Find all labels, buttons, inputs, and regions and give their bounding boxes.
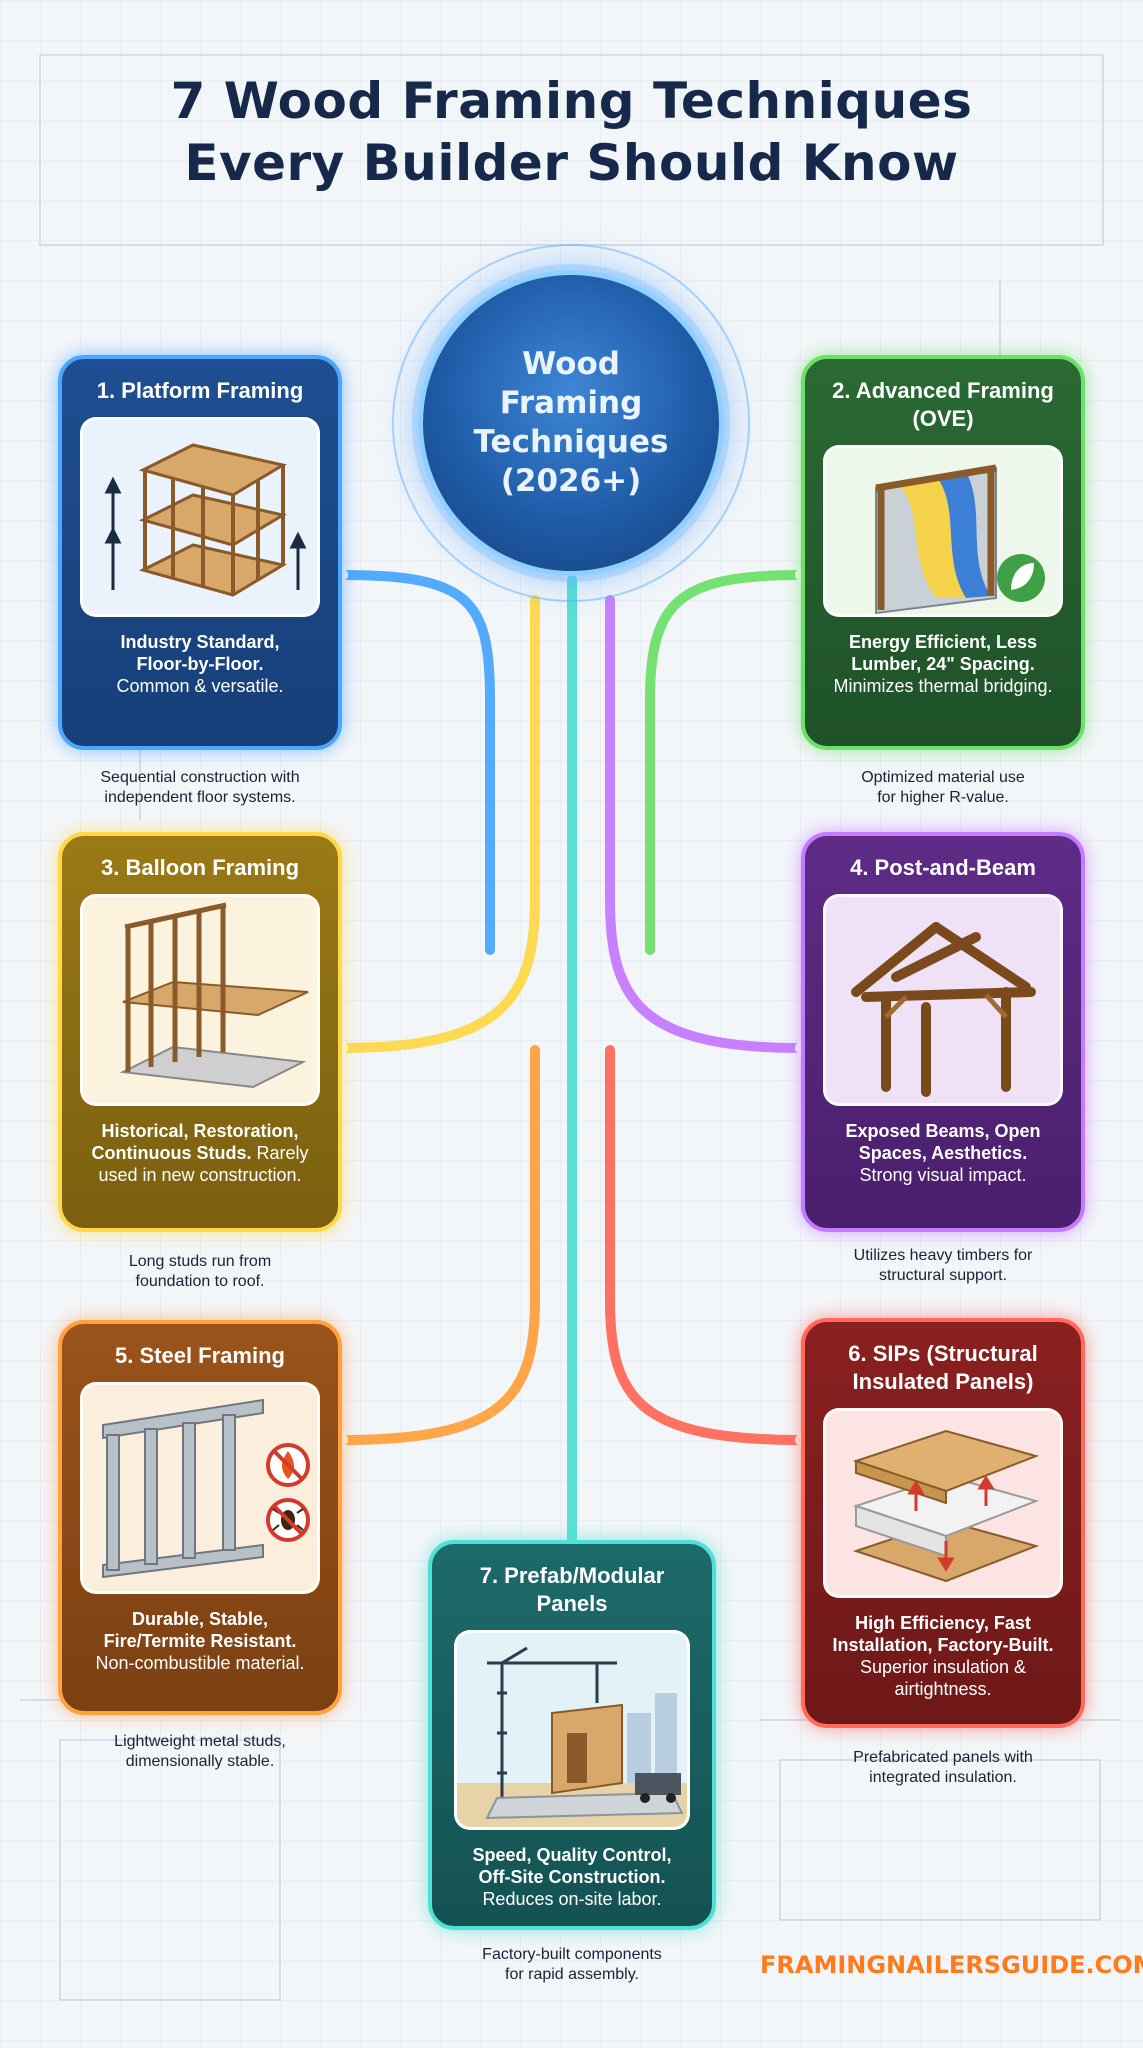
stacked-floor-frame-icon — [80, 417, 320, 617]
card-sips: 6. SIPs (Structural Insulated Panels) Hi… — [801, 1318, 1085, 1728]
page-title: 7 Wood Framing Techniques Every Builder … — [170, 72, 973, 192]
card-title: 5. Steel Framing — [115, 1343, 285, 1368]
steel-stud-frame-icon — [80, 1382, 320, 1594]
card-title: 1. Platform Framing — [96, 378, 304, 403]
connector-platform — [337, 570, 495, 955]
caption-platform: Sequential construction with independent… — [100, 769, 300, 806]
card-title: 3. Balloon Framing — [100, 855, 300, 880]
caption-steel: Lightweight metal studs, dimensionally s… — [114, 1733, 286, 1770]
caption-sips: Prefabricated panels with integrated ins… — [853, 1749, 1033, 1786]
caption-prefab: Factory-built components for rapid assem… — [482, 1946, 662, 1983]
no-termite-icon — [266, 1498, 310, 1542]
caption-advanced: Optimized material use for higher R-valu… — [861, 769, 1025, 806]
crane-panel-install-icon — [454, 1630, 690, 1830]
card-balloon-framing: 3. Balloon Framing Historical, Restorati… — [58, 832, 342, 1232]
hub-ring — [392, 244, 750, 602]
insulated-wall-leaf-icon — [823, 445, 1063, 617]
card-advanced-framing: 2. Advanced Framing (OVE) Energy Efficie… — [801, 355, 1085, 750]
brand-watermark[interactable]: FRAMINGNAILERSGUIDE.COM — [760, 1951, 1143, 1979]
connector-balloon — [337, 595, 540, 1053]
card-post-and-beam: 4. Post-and-Beam Exposed Beams, Open Spa… — [801, 832, 1085, 1232]
no-fire-icon — [266, 1443, 310, 1487]
tall-stud-frame-icon — [80, 894, 320, 1106]
connector-post-beam — [605, 595, 806, 1053]
card-title: 4. Post-and-Beam — [850, 855, 1036, 880]
card-platform-framing: 1. Platform Framing Industry Standard, F… — [58, 355, 342, 750]
card-title: 2. Advanced Framing (OVE) — [832, 378, 1054, 431]
caption-post-beam: Utilizes heavy timbers for structural su… — [853, 1247, 1033, 1284]
connector-sips — [605, 1045, 806, 1445]
caption-balloon: Long studs run from foundation to roof. — [128, 1253, 272, 1290]
card-steel-framing: 5. Steel Framing — [58, 1320, 342, 1715]
central-hub: Wood Framing Techniques (2026+) — [418, 270, 724, 576]
connector-advanced — [645, 570, 806, 955]
card-title: 6. SIPs (Structural Insulated Panels) — [848, 1341, 1038, 1394]
sip-panel-layers-icon — [823, 1408, 1063, 1598]
card-title: 7. Prefab/Modular Panels — [479, 1563, 665, 1616]
card-prefab-modular: 7. Prefab/Modular Panels Speed, Quality … — [428, 1540, 716, 1930]
connector-steel — [337, 1045, 540, 1445]
timber-frame-icon — [823, 894, 1063, 1106]
